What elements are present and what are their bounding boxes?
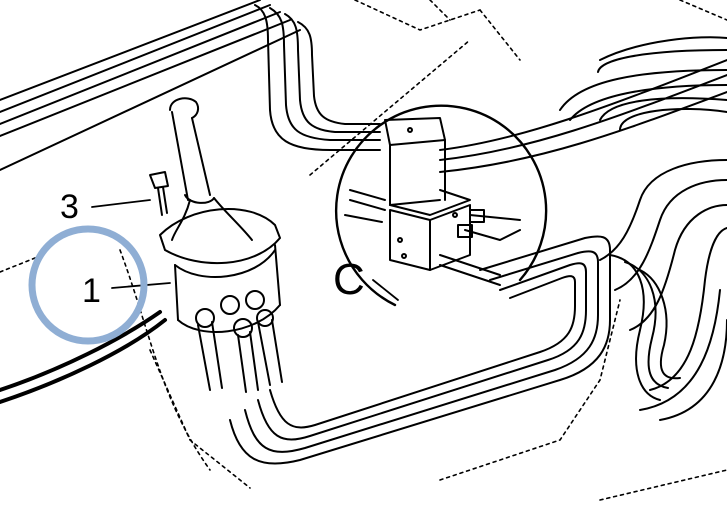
callout-1-label: 1 — [82, 272, 101, 310]
highlight-circle — [28, 225, 148, 345]
dashed-frame-lines — [0, 0, 727, 501]
upper-left-hose-bundle — [0, 0, 381, 171]
detail-c-label: C — [333, 255, 365, 304]
joystick-assembly — [149, 97, 283, 393]
callout-3-label: 3 — [60, 188, 79, 226]
valve-block — [344, 117, 521, 286]
right-hose-bundle — [439, 36, 727, 421]
black-cable — [0, 310, 167, 404]
lower-hose-bundle — [229, 235, 681, 465]
detail-c-circle — [334, 104, 548, 307]
